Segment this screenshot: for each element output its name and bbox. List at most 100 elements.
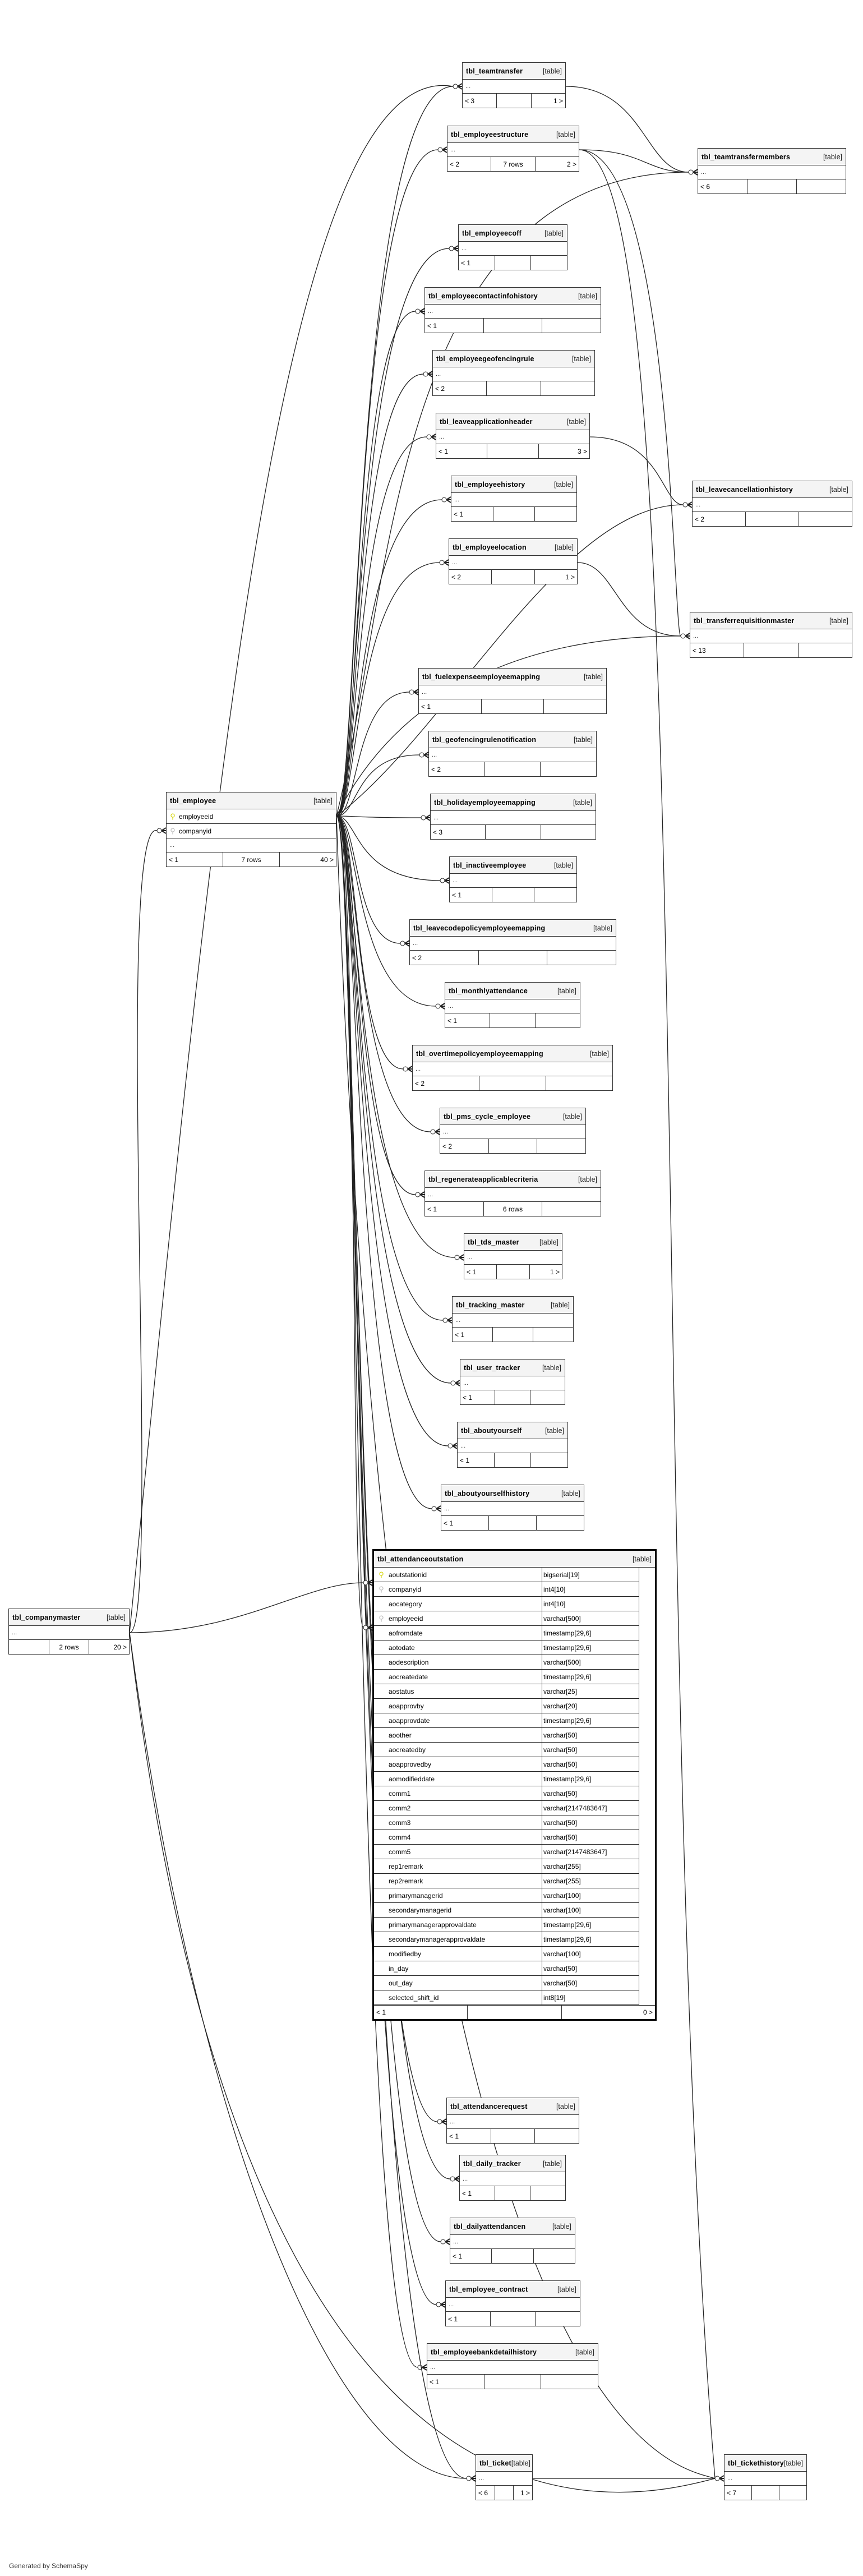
table-leavecancellationhistory[interactable]: tbl_leavecancellationhistory[table]...< … [692, 481, 852, 527]
parents-count[interactable] [9, 1640, 49, 1654]
children-count[interactable]: 3 > [577, 447, 587, 455]
table-daily-tracker[interactable]: tbl_daily_tracker[table]...< 1 [459, 2155, 566, 2201]
table-fuelexpenseemployeemapping[interactable]: tbl_fuelexpenseemployeemapping[table]...… [418, 668, 607, 714]
parents-count[interactable]: < 1 [436, 444, 488, 458]
children-count[interactable] [531, 1453, 567, 1467]
children-count[interactable] [530, 1390, 565, 1404]
parents-count[interactable]: < 1 [459, 256, 495, 270]
table-leavecodepolicyemployeemapping[interactable]: tbl_leavecodepolicyemployeemapping[table… [409, 919, 616, 965]
children-count[interactable]: 0 > [643, 2008, 653, 2016]
children-count[interactable] [541, 2375, 598, 2389]
table-overtimepolicyemployeemapping[interactable]: tbl_overtimepolicyemployeemapping[table]… [412, 1045, 613, 1091]
parents-count[interactable]: < 1 [427, 2375, 484, 2389]
table-employeecoff[interactable]: tbl_employeecoff[table]...< 1 [458, 224, 567, 270]
table-tickethistory[interactable]: tbl_tickethistory[table]...< 7 [724, 2454, 807, 2500]
parents-count[interactable]: < 1 [458, 1453, 495, 1467]
column-row[interactable]: ⚲ employeeid [167, 809, 336, 824]
parents-count[interactable]: < 6 [698, 179, 747, 193]
table-pms-cycle-employee[interactable]: tbl_pms_cycle_employee[table]...< 2 [440, 1108, 586, 1154]
table-dailyattendancen[interactable]: tbl_dailyattendancen[table]...< 1 [450, 2218, 575, 2264]
children-count[interactable] [797, 179, 846, 193]
children-count[interactable] [541, 825, 596, 839]
parents-count[interactable]: < 1 [450, 888, 492, 902]
parents-count[interactable]: < 1 [453, 1328, 493, 1342]
parents-count[interactable]: < 1 [374, 2006, 468, 2019]
parents-count[interactable]: < 13 [690, 643, 745, 657]
children-count[interactable] [536, 1013, 580, 1027]
parents-count[interactable]: < 1 [450, 2249, 492, 2263]
table-inactiveemployee[interactable]: tbl_inactiveemployee[table]...< 1 [449, 856, 577, 902]
children-count[interactable]: 1 > [550, 1268, 560, 1276]
table-regenerateapplicablecriteria[interactable]: tbl_regenerateapplicablecriteria[table].… [424, 1171, 601, 1216]
children-count[interactable] [537, 1516, 584, 1530]
table-aboutyourself[interactable]: tbl_aboutyourself[table]...< 1 [457, 1422, 568, 1468]
children-count[interactable]: 20 > [113, 1643, 127, 1651]
children-count[interactable] [546, 1076, 612, 1090]
children-count[interactable] [530, 2186, 565, 2200]
column-row[interactable]: ⚲ companyid [167, 824, 336, 838]
table-attendancerequest[interactable]: tbl_attendancerequest[table]...< 1 [446, 2098, 579, 2144]
parents-count[interactable]: < 2 [693, 512, 746, 526]
table-employee[interactable]: tbl_employee [table] ⚲ employeeid ⚲ comp… [166, 792, 336, 867]
parents-count[interactable]: < 2 [410, 951, 479, 965]
table-holidayemployeemapping[interactable]: tbl_holidayemployeemapping[table]...< 3 [430, 794, 596, 840]
parents-count[interactable]: < 1 [447, 2129, 491, 2143]
children-count[interactable]: 1 > [565, 573, 575, 581]
children-count[interactable] [535, 507, 576, 521]
children-count[interactable] [779, 2486, 806, 2500]
parents-count[interactable]: < 2 [440, 1139, 489, 1153]
parents-count[interactable]: < 1 [419, 699, 482, 713]
children-count[interactable] [541, 381, 594, 395]
children-count[interactable] [542, 319, 601, 333]
parents-count[interactable]: < 7 [724, 2486, 752, 2500]
parents-count[interactable]: < 2 [413, 1076, 479, 1090]
children-count[interactable] [799, 643, 852, 657]
children-count[interactable]: 1 > [520, 2489, 530, 2497]
table-employeegeofencingrule[interactable]: tbl_employeegeofencingrule[table]...< 2 [432, 350, 595, 396]
children-count[interactable] [547, 951, 616, 965]
children-count[interactable] [799, 512, 852, 526]
parents-count[interactable]: < 1 [451, 507, 493, 521]
table-employeehistory[interactable]: tbl_employeehistory[table]...< 1 [451, 476, 577, 522]
table-employeebankdetailhistory[interactable]: tbl_employeebankdetailhistory[table]...<… [427, 2343, 598, 2389]
parents-count[interactable]: < 1 [460, 2186, 495, 2200]
children-count[interactable] [534, 2249, 575, 2263]
children-count[interactable]: 40 > [320, 855, 334, 864]
table-employeecontactinfohistory[interactable]: tbl_employeecontactinfohistory[table]...… [424, 287, 601, 333]
children-count[interactable] [537, 1139, 585, 1153]
children-count[interactable] [534, 888, 576, 902]
table-aboutyourselfhistory[interactable]: tbl_aboutyourselfhistory[table]...< 1 [441, 1485, 584, 1531]
parents-count[interactable]: < 3 [463, 94, 497, 108]
children-count[interactable] [536, 2312, 580, 2326]
children-count[interactable] [535, 2129, 579, 2143]
table-employee-contract[interactable]: tbl_employee_contract[table]...< 1 [445, 2280, 580, 2326]
table-transferrequisitionmaster[interactable]: tbl_transferrequisitionmaster[table]...<… [690, 612, 852, 658]
table-attendanceoutstation[interactable]: tbl_attendanceoutstation [table] ⚲aoutst… [372, 1549, 657, 2021]
